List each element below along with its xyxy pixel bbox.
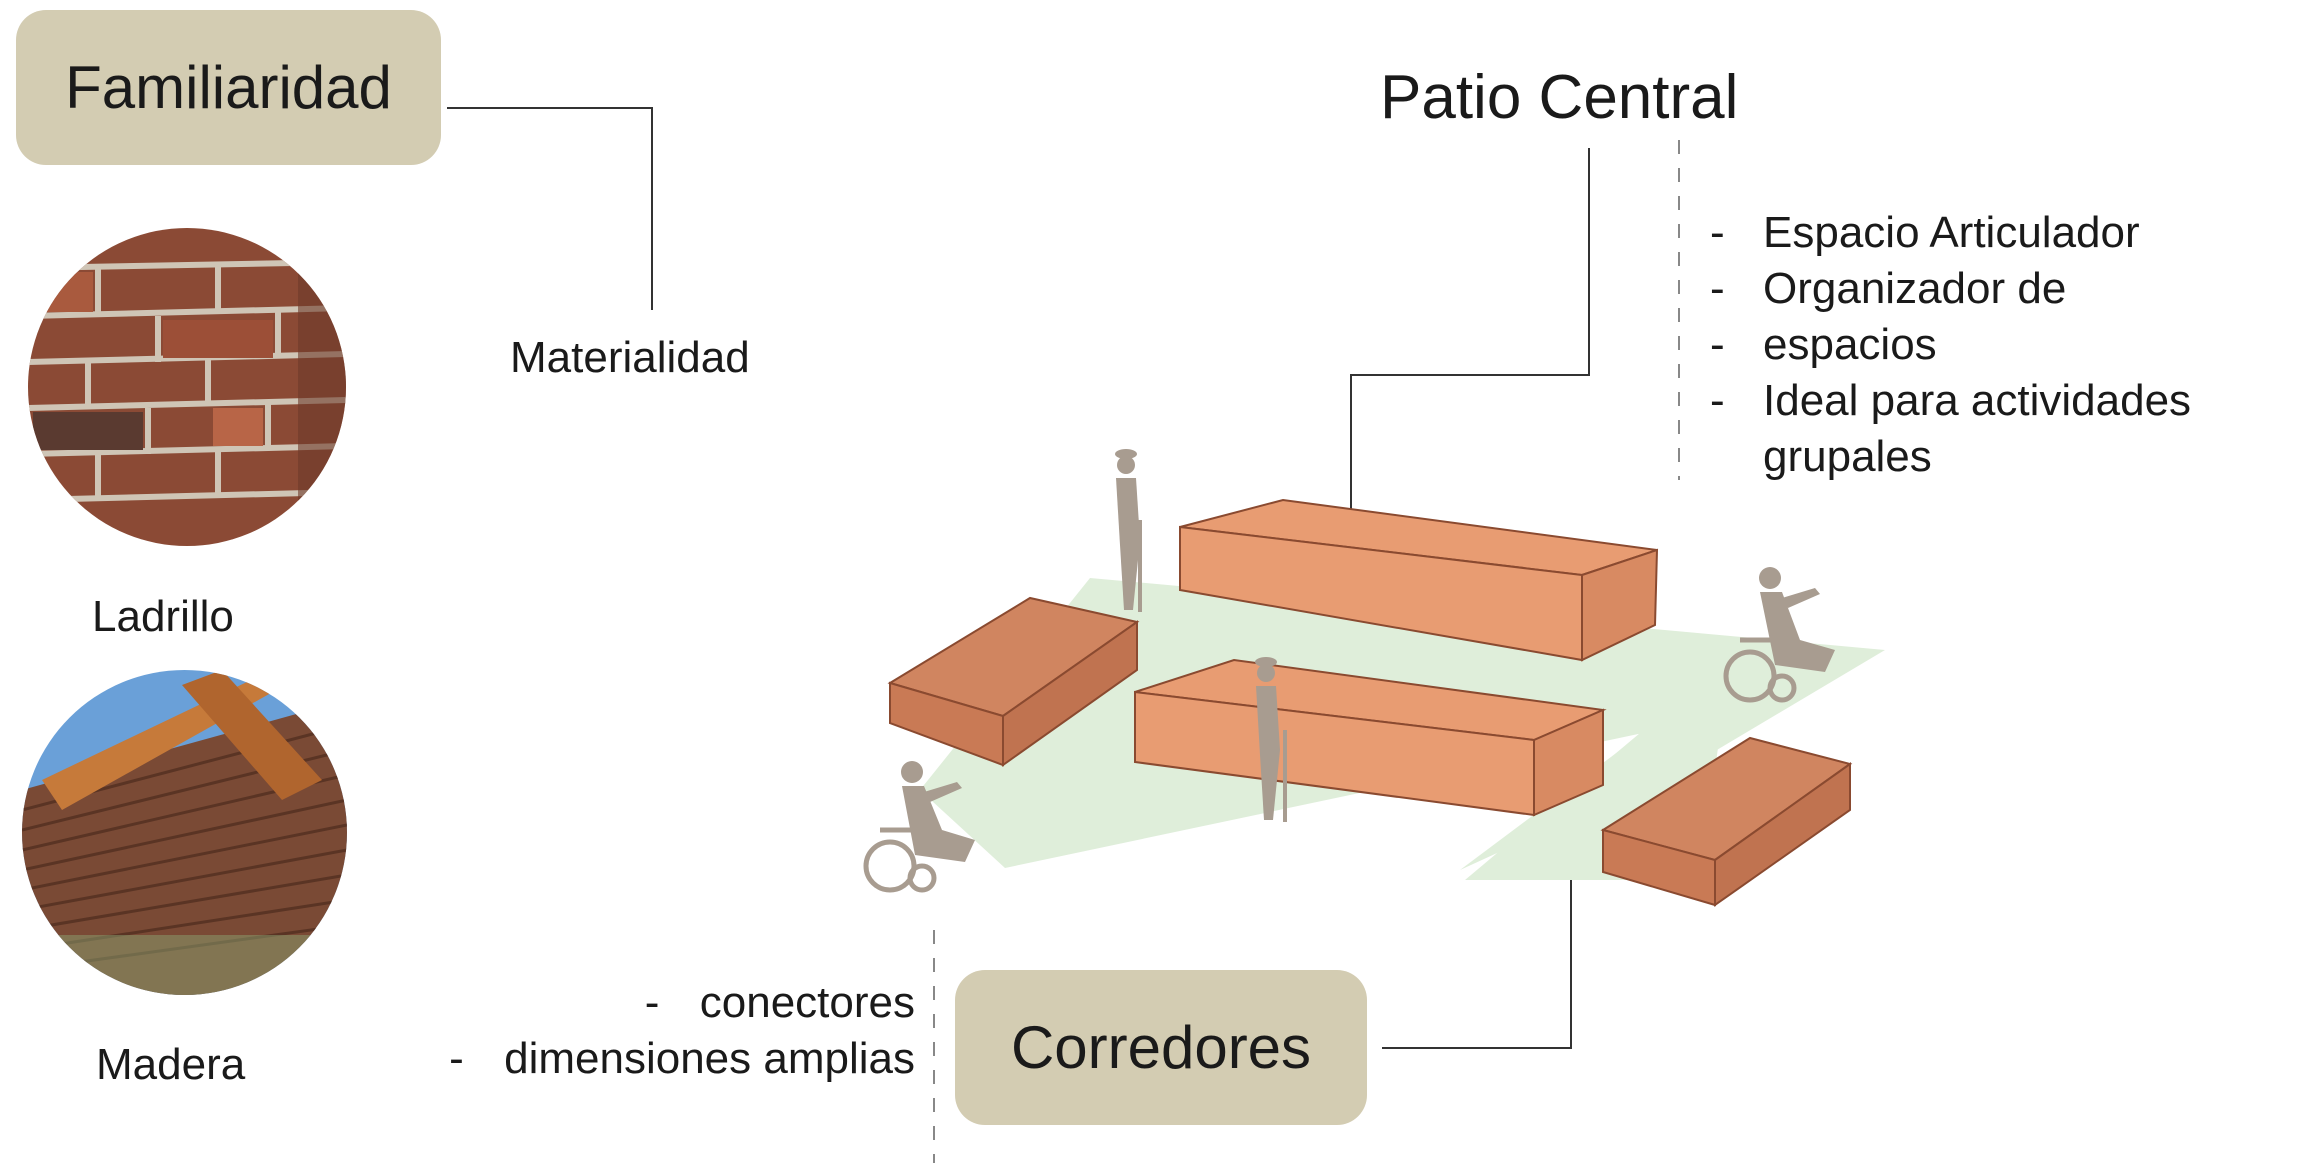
bullet-dash: -	[449, 1034, 464, 1083]
patio-central-title: Patio Central	[1380, 63, 1739, 132]
block-back	[1179, 498, 1659, 662]
corredores-leader-line	[1382, 858, 1572, 1049]
familiaridad-tag: Familiaridad	[16, 10, 441, 165]
list-item: -Organizador de	[1710, 261, 2191, 317]
brick-wall-photo	[28, 228, 346, 546]
bullet-dash: -	[1710, 320, 1725, 369]
corredores-tag: Corredores	[955, 970, 1367, 1125]
block-front	[1134, 658, 1607, 817]
madera-label: Madera	[96, 1040, 246, 1089]
list-item: -Ideal para actividades	[1710, 373, 2191, 429]
list-item: -espacios	[1710, 317, 2191, 373]
list-item-text: Ideal para actividades	[1763, 376, 2192, 425]
list-item: -dimensiones amplias	[385, 1031, 915, 1087]
person-wheelchair-figure	[1723, 567, 1835, 703]
person-standing-figure	[1255, 657, 1287, 822]
corredores-label: Corredores	[1010, 1014, 1312, 1081]
bullet-dash: -	[1710, 208, 1725, 257]
patio-feature-list: -Espacio Articulador -Organizador de -es…	[1710, 205, 2191, 485]
bullet-dash: -	[1710, 376, 1725, 425]
list-item-text: grupales	[1763, 432, 1932, 481]
ladrillo-label: Ladrillo	[92, 592, 234, 641]
familiaridad-leader-line	[447, 107, 653, 310]
block-left	[887, 596, 1140, 767]
list-item: -Espacio Articulador	[1710, 205, 2191, 261]
wood-pergola-photo	[22, 670, 347, 995]
person-standing-figure	[1115, 449, 1142, 612]
list-item-text: conectores	[699, 978, 915, 1027]
person-wheelchair-figure	[863, 761, 975, 893]
bullet-dash: -	[1710, 264, 1725, 313]
bullet-dash: -	[644, 978, 660, 1027]
materialidad-label: Materialidad	[510, 333, 750, 382]
list-item-text: espacios	[1763, 320, 1937, 369]
corredores-feature-list: -conectores -dimensiones amplias	[385, 975, 915, 1087]
list-item-text: Espacio Articulador	[1763, 208, 2140, 257]
block-right	[1600, 736, 1853, 907]
list-item: grupales	[1710, 429, 2191, 485]
list-item-text: Organizador de	[1763, 264, 2067, 313]
list-item-text: dimensiones amplias	[504, 1034, 915, 1083]
familiaridad-label: Familiaridad	[65, 54, 392, 121]
bullet-dash	[1710, 429, 1763, 485]
list-item: -conectores	[385, 975, 915, 1031]
